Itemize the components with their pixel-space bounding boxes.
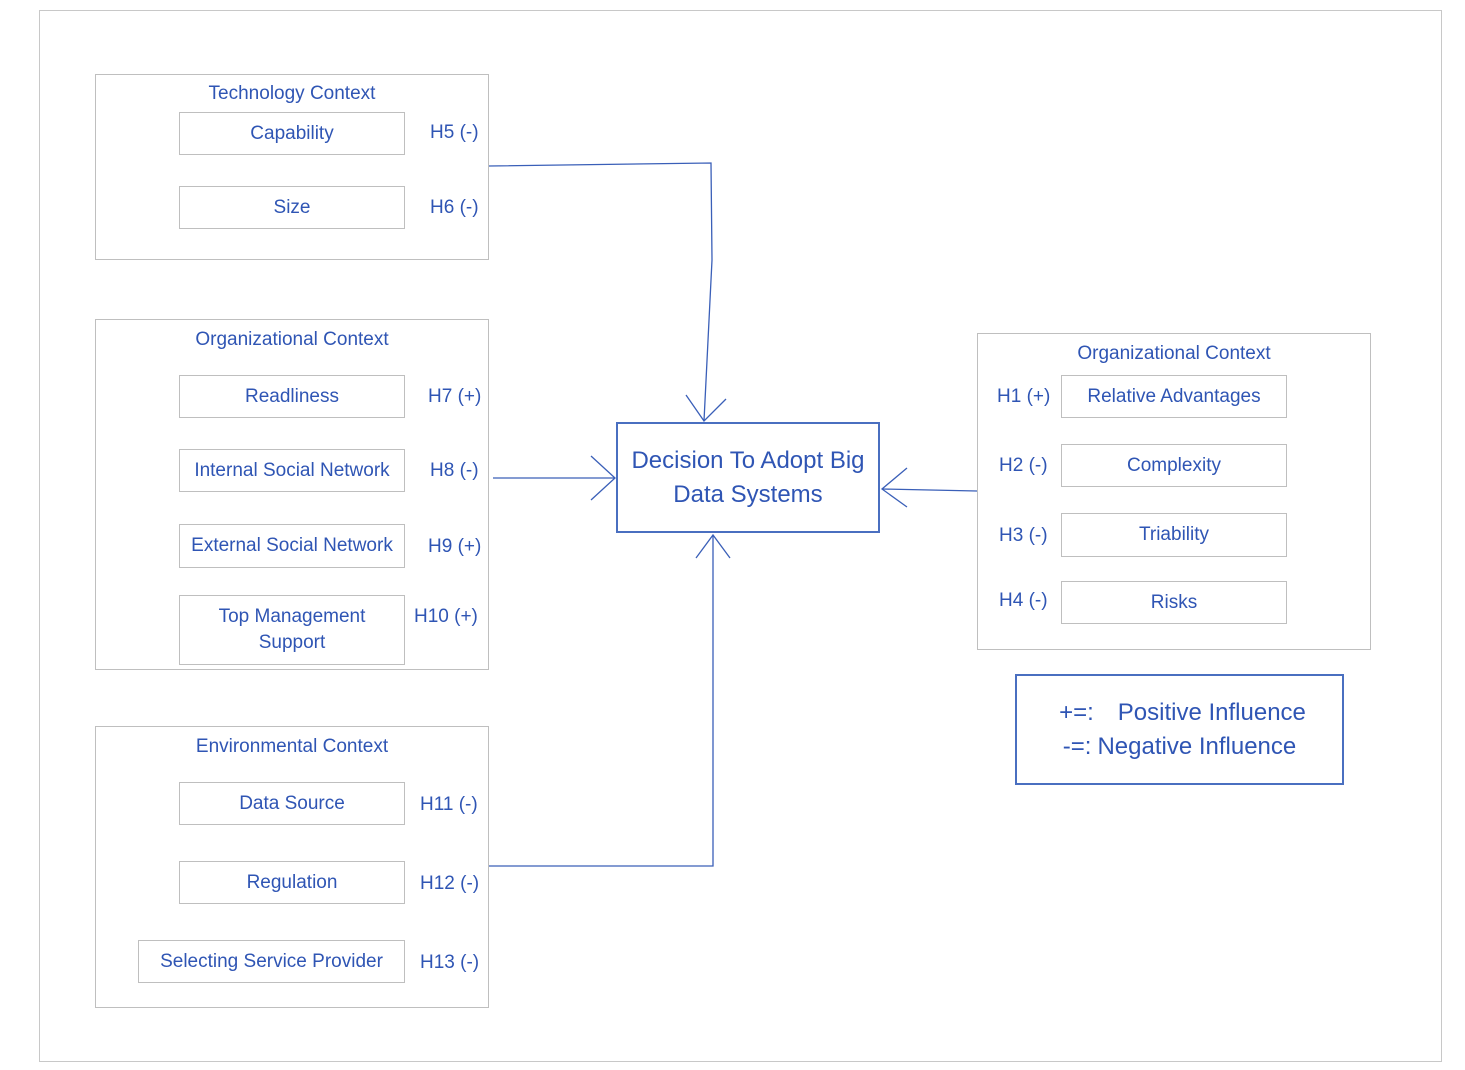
environmental-context-title: Environmental Context: [195, 736, 389, 757]
diagram-frame: [39, 10, 1442, 1062]
hypothesis-h3: H3 (-): [999, 525, 1048, 546]
technology-context-title: Technology Context: [208, 83, 376, 104]
factor-complexity: Complexity: [1061, 444, 1287, 487]
organizational-context-left-title: Organizational Context: [195, 329, 389, 350]
hypothesis-h2: H2 (-): [999, 455, 1048, 476]
hypothesis-h7: H7 (+): [428, 386, 482, 407]
hypothesis-h13: H13 (-): [420, 952, 480, 973]
legend-positive-symbol: +=:: [1059, 698, 1094, 726]
factor-relative-advantages: Relative Advantages: [1061, 375, 1287, 418]
factor-regulation: Regulation: [179, 861, 405, 904]
factor-risks: Risks: [1061, 581, 1287, 624]
decision-box: Decision To Adopt Big Data Systems: [616, 422, 880, 533]
legend-positive-row: +=: Positive Influence: [1059, 696, 1306, 730]
factor-capability: Capability: [179, 112, 405, 155]
hypothesis-h12: H12 (-): [420, 873, 480, 894]
hypothesis-h9: H9 (+): [428, 536, 482, 557]
factor-external-social-network: External Social Network: [179, 524, 405, 568]
organizational-context-right-title: Organizational Context: [1077, 343, 1271, 364]
legend-box: +=: Positive Influence -=:Negative Influe…: [1015, 674, 1344, 785]
factor-size: Size: [179, 186, 405, 229]
factor-data-source: Data Source: [179, 782, 405, 825]
legend-negative-row: -=:Negative Influence: [1063, 730, 1296, 764]
hypothesis-h11: H11 (-): [420, 794, 478, 815]
hypothesis-h5: H5 (-): [430, 122, 479, 143]
factor-readliness: Readliness: [179, 375, 405, 418]
factor-triability: Triability: [1061, 513, 1287, 557]
legend-positive-label: Positive Influence: [1117, 698, 1306, 726]
factor-selecting-service-provider: Selecting Service Provider: [138, 940, 405, 983]
decision-line-1: Decision To Adopt Big: [631, 446, 865, 474]
hypothesis-h10: H10 (+): [414, 606, 478, 627]
hypothesis-h8: H8 (-): [430, 460, 479, 481]
hypothesis-h6: H6 (-): [430, 197, 479, 218]
legend-negative-label: Negative Influence: [1097, 732, 1297, 760]
technology-context-group: Technology Context: [95, 74, 489, 260]
legend-negative-symbol: -=:: [1062, 732, 1092, 760]
factor-internal-social-network: Internal Social Network: [179, 449, 405, 492]
hypothesis-h4: H4 (-): [999, 590, 1048, 611]
hypothesis-h1: H1 (+): [997, 386, 1051, 407]
factor-top-management-support: Top Management Support: [179, 595, 405, 665]
decision-line-2: Data Systems: [673, 480, 823, 508]
